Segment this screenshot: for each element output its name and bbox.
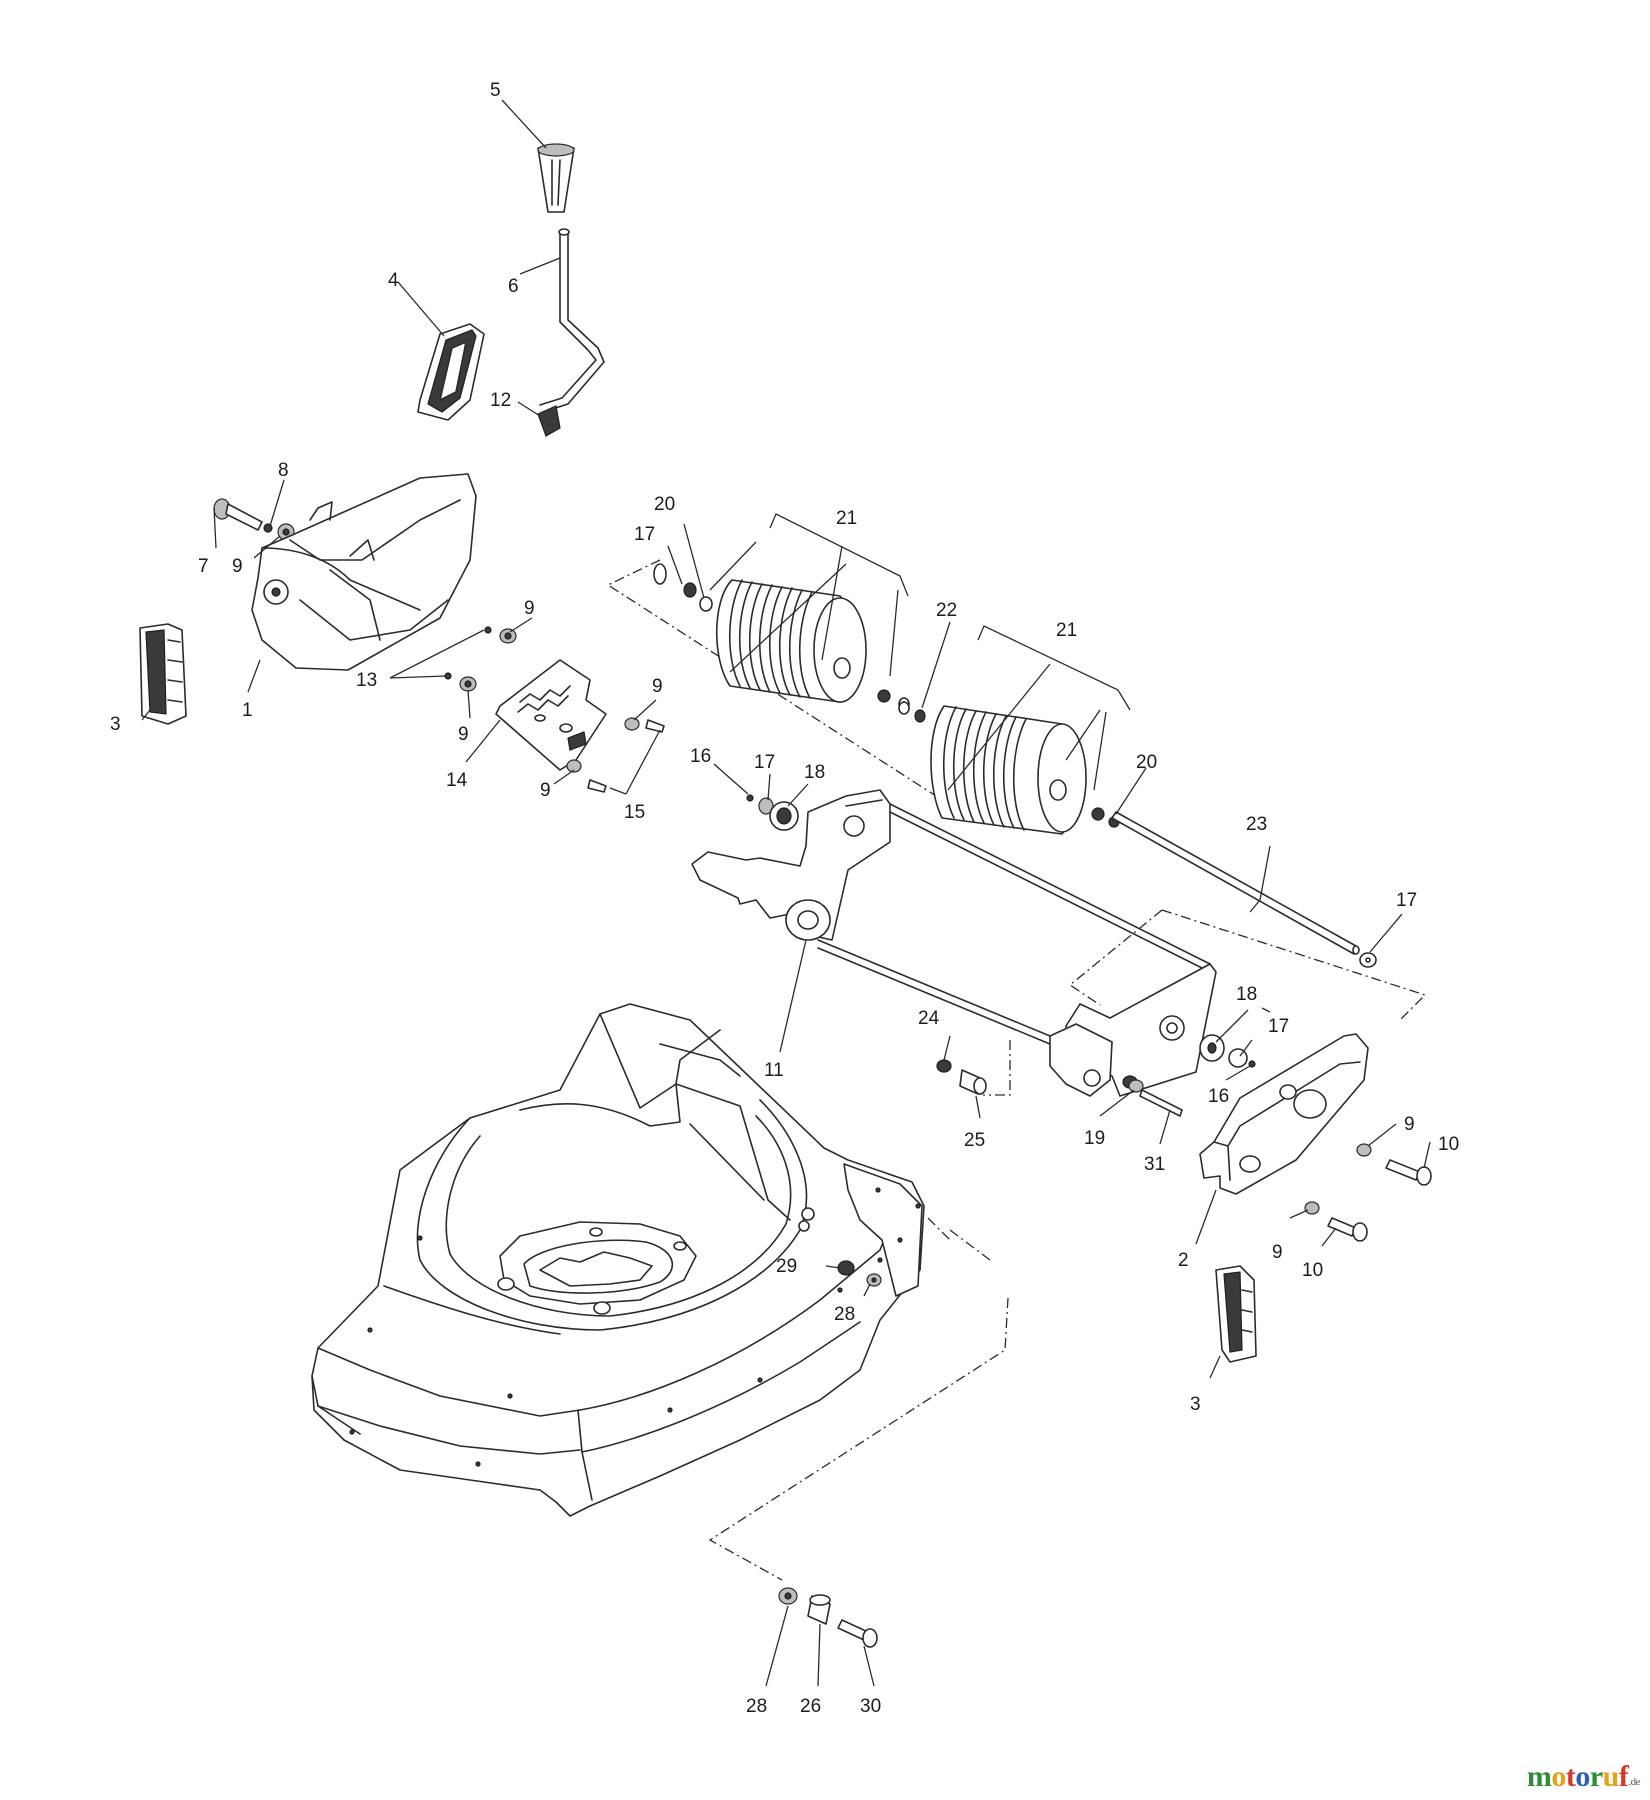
part-31-bolt (1128, 1079, 1183, 1117)
part-12-clip (537, 405, 561, 437)
callout-17: 17 (1268, 1016, 1289, 1037)
part-11-roller-frame (691, 789, 1217, 1097)
callout-3: 3 (110, 714, 121, 735)
callout-10: 10 (1438, 1134, 1459, 1155)
callout-9: 9 (524, 598, 535, 619)
callout-20: 20 (654, 494, 675, 515)
callout-9: 9 (1272, 1242, 1283, 1263)
part-15-screws (566, 717, 665, 793)
part-7-bolt (213, 498, 295, 541)
callout-4: 4 (388, 270, 399, 291)
logo-letter: r (1589, 1760, 1603, 1793)
callout-20: 20 (1136, 752, 1157, 773)
callout-6: 6 (508, 276, 519, 297)
callout-9: 9 (540, 780, 551, 801)
part-3-right-bracket (1215, 1265, 1257, 1363)
callout-11: 11 (764, 1060, 784, 1081)
part-5-height-knob (537, 143, 575, 213)
callout-28: 28 (746, 1696, 767, 1717)
callout-29: 29 (776, 1256, 797, 1277)
part-18-bushing-left (746, 794, 799, 831)
part-6-lever-rod (539, 228, 605, 413)
callout-30: 30 (860, 1696, 881, 1717)
callout-17: 17 (1396, 890, 1417, 911)
callout-9: 9 (458, 724, 469, 745)
mower-deck (311, 1003, 925, 1517)
callout-21: 21 (836, 508, 857, 529)
part-21-roller-front (653, 563, 910, 711)
part-10-bolts (1304, 1143, 1432, 1242)
logo-suffix: .de (1628, 1776, 1640, 1788)
callout-2: 2 (1178, 1250, 1189, 1271)
part-25-spacer (936, 1059, 987, 1095)
callout-9: 9 (652, 676, 663, 697)
callout-19: 19 (1084, 1128, 1105, 1149)
callout-15: 15 (624, 802, 645, 823)
leader-lines (141, 99, 1431, 1687)
callout-12: 12 (490, 390, 511, 411)
part-13-screws (444, 626, 517, 692)
callout-16: 16 (1208, 1086, 1229, 1107)
callout-13: 13 (356, 670, 377, 691)
part-2-right-side-cover (1199, 1033, 1369, 1195)
callout-10: 10 (1302, 1260, 1323, 1281)
callout-23: 23 (1246, 814, 1267, 835)
part-4-handle-grip (417, 323, 485, 421)
callout-3: 3 (1190, 1394, 1201, 1415)
callout-22: 22 (936, 600, 957, 621)
part-18-bushing-right (1199, 1034, 1256, 1068)
callout-28: 28 (834, 1304, 855, 1325)
logo-letter: u (1602, 1760, 1620, 1793)
callout-31: 31 (1144, 1154, 1165, 1175)
motoruf-logo: motoruf.de (1526, 1760, 1641, 1794)
part-3-left-bracket (139, 623, 187, 725)
callout-17: 17 (634, 524, 655, 545)
callout-labels: 5 6 4 12 8 7 9 1 3 9 13 9 14 9 9 15 16 1… (110, 80, 1459, 1717)
callout-26: 26 (800, 1696, 821, 1717)
logo-letter: o (1551, 1760, 1566, 1793)
part-23-axle (1111, 811, 1360, 955)
callout-16: 16 (690, 746, 711, 767)
part-30-bolt-bottom (778, 1587, 878, 1648)
callout-5: 5 (490, 80, 501, 101)
logo-letter: f (1618, 1760, 1629, 1793)
logo-letter: t (1565, 1760, 1576, 1793)
logo-letter: m (1526, 1760, 1552, 1793)
callout-1: 1 (242, 700, 253, 721)
part-14-height-plate (495, 659, 607, 771)
callout-24: 24 (918, 1008, 940, 1029)
callout-9: 9 (1404, 1114, 1415, 1135)
callout-25: 25 (964, 1130, 985, 1151)
callout-9: 9 (232, 556, 243, 577)
callout-18: 18 (1236, 984, 1257, 1005)
callout-18: 18 (804, 762, 825, 783)
part-1-left-side-cover (251, 473, 477, 671)
part-17-washer-right (1359, 952, 1377, 968)
callout-17: 17 (754, 752, 775, 773)
part-21-roller-rear (898, 701, 1120, 835)
callout-8: 8 (278, 460, 289, 481)
logo-letter: o (1575, 1760, 1590, 1793)
assembly-lines (606, 559, 1427, 1581)
callout-21: 21 (1056, 620, 1077, 641)
callout-7: 7 (198, 556, 209, 577)
callout-14: 14 (446, 770, 468, 791)
